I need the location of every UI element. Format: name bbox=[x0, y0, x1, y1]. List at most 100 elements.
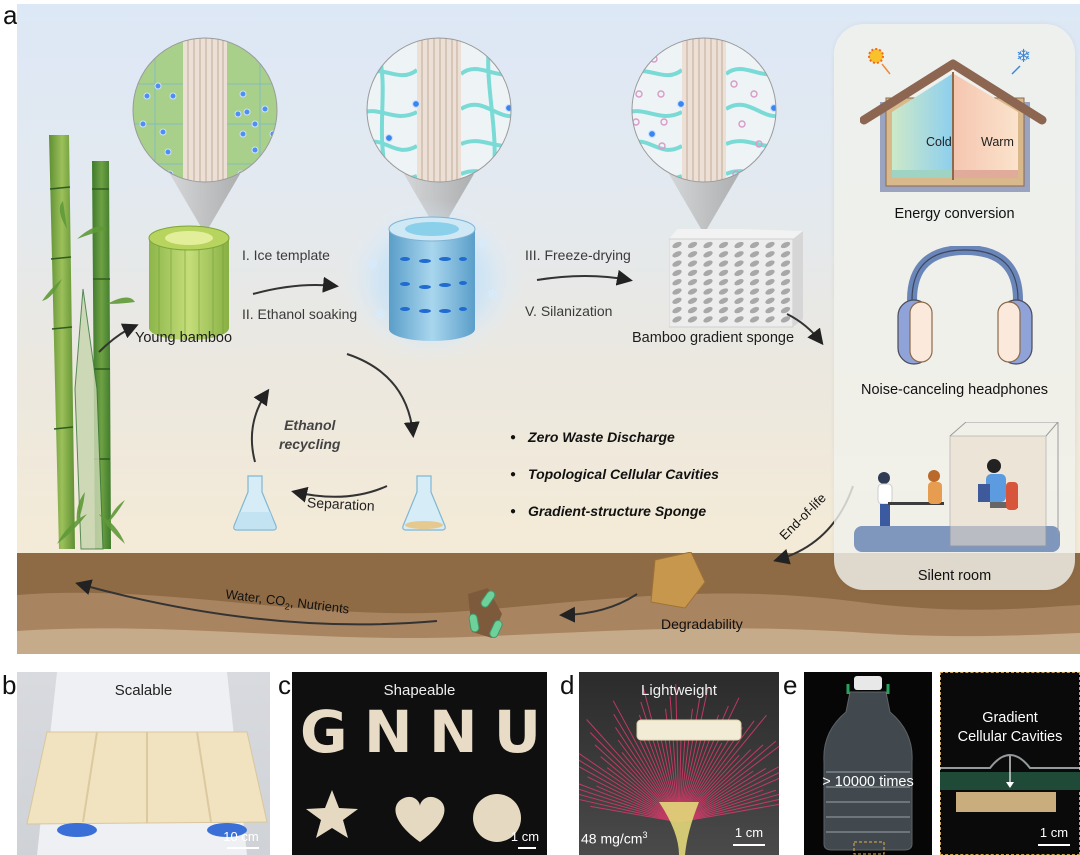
panel-letter-d: d bbox=[560, 670, 575, 700]
arrow-separation bbox=[291, 485, 388, 503]
flower-stamens bbox=[579, 684, 779, 823]
headphones-illustration bbox=[897, 246, 1033, 365]
stamen bbox=[579, 759, 680, 823]
sponge-cell bbox=[703, 241, 713, 249]
panel-e-scale-bar bbox=[1038, 844, 1070, 846]
sponge-cell bbox=[718, 316, 729, 323]
gradient-cavities-label: Gradient Cellular Cavities bbox=[940, 709, 1080, 747]
sponge-cell bbox=[765, 306, 775, 314]
degrading-sponge-with-bacteria bbox=[468, 588, 503, 639]
sponge-cell bbox=[780, 279, 791, 286]
bamboo-stalk-1 bbox=[49, 135, 75, 549]
panel-e-scale-label: 1 cm bbox=[1039, 825, 1069, 840]
sponge-cell bbox=[749, 316, 760, 323]
stamen bbox=[579, 793, 680, 823]
bottle-body bbox=[823, 691, 913, 851]
sponge-cell bbox=[765, 260, 775, 267]
ethanol-recycling-line1: Ethanol bbox=[284, 417, 336, 433]
sponge-cell bbox=[734, 288, 744, 295]
gradient-cavities-line1: Gradient bbox=[982, 710, 1038, 726]
sponge-cell bbox=[734, 316, 744, 323]
stamen bbox=[669, 696, 680, 823]
sponge-cell bbox=[672, 260, 682, 267]
sponge-cell bbox=[765, 269, 775, 277]
stamen bbox=[579, 788, 680, 823]
stamen bbox=[678, 803, 779, 823]
bottle-cap bbox=[854, 676, 882, 690]
sponge-cell bbox=[672, 297, 682, 304]
arrow-to-young-bamboo bbox=[98, 323, 139, 353]
soil-bottom-layer bbox=[17, 628, 1080, 654]
arrow-freeze-drying bbox=[536, 269, 633, 286]
panel-b-title: Scalable bbox=[114, 682, 173, 699]
sponge-cell bbox=[749, 269, 760, 277]
sponge-cell bbox=[672, 306, 682, 314]
stamen bbox=[678, 745, 779, 823]
stamen bbox=[678, 772, 779, 823]
young-bamboo-label: Young bamboo bbox=[135, 330, 233, 346]
sponge-cell bbox=[749, 241, 760, 249]
panel-d-scale-label: 1 cm bbox=[734, 825, 764, 840]
sponge-cell bbox=[780, 297, 791, 304]
magnified-view-sponge bbox=[631, 37, 777, 234]
arrow-ice-template bbox=[252, 276, 339, 295]
person-in-booth bbox=[978, 459, 1018, 510]
bamboo-plant-illustration bbox=[42, 135, 135, 550]
stamen bbox=[579, 766, 680, 823]
waste-sponge bbox=[650, 552, 706, 609]
sponge-cell bbox=[749, 297, 760, 304]
sponge-cell bbox=[765, 297, 775, 304]
flask-clean-ethanol bbox=[233, 475, 277, 531]
house-energy-illustration: ❄ bbox=[860, 46, 1047, 192]
sponge-cell bbox=[749, 251, 760, 258]
stamen bbox=[587, 776, 680, 823]
headphones-label: Noise-canceling headphones bbox=[860, 382, 1049, 398]
stamen bbox=[678, 793, 779, 823]
sponge-cell bbox=[780, 260, 791, 267]
stamen bbox=[678, 789, 777, 823]
panel-e-closeup-photo: Gradient Cellular Cavities 1 cm bbox=[940, 672, 1080, 855]
sponge-highlight-box bbox=[853, 841, 885, 855]
panel-d-scale-bar bbox=[733, 844, 765, 846]
stamen bbox=[675, 684, 680, 823]
applications-panel: ❄ Cold Warm Energy conversion Noise-canc… bbox=[834, 24, 1075, 590]
panel-b-scale-label: 10 cm bbox=[223, 829, 259, 844]
stamen bbox=[579, 752, 680, 823]
sponge-cell bbox=[734, 297, 744, 304]
snowflake-icons: ❄❄❄❄ bbox=[367, 236, 499, 322]
step-ice-template: I. Ice template bbox=[242, 247, 330, 263]
sponge-cell bbox=[780, 241, 791, 249]
sponge-cell bbox=[703, 251, 713, 258]
stamen bbox=[642, 688, 680, 823]
sponge-cell bbox=[734, 241, 744, 249]
sponge-cell bbox=[703, 306, 713, 314]
stamen bbox=[678, 777, 779, 823]
sponge-cell bbox=[718, 306, 729, 314]
compressed-sponge bbox=[956, 792, 1056, 812]
sponge-cell bbox=[672, 241, 682, 249]
people-meeting bbox=[877, 470, 944, 526]
sponge-cell bbox=[780, 288, 791, 295]
magnified-view-ice-template bbox=[366, 37, 512, 234]
compression-cycles-label: > 10000 times bbox=[822, 774, 914, 790]
sponge-cell bbox=[687, 269, 698, 277]
panel-letter-a: a bbox=[3, 0, 18, 30]
scalable-sheet-photo bbox=[26, 672, 268, 855]
sponge-cell bbox=[687, 306, 698, 314]
flower-with-sponge-photo bbox=[579, 684, 779, 855]
sponge-cell bbox=[749, 288, 760, 295]
sponge-cell bbox=[687, 297, 698, 304]
sponge-cell bbox=[687, 288, 698, 295]
svg-text:❄: ❄ bbox=[375, 306, 387, 322]
silent-room-illustration bbox=[854, 422, 1060, 552]
star-shape bbox=[306, 790, 358, 838]
panel-letter-e: e bbox=[783, 670, 798, 700]
step-silanization: V. Silanization bbox=[525, 303, 613, 319]
panel-c-title: Shapeable bbox=[383, 682, 456, 699]
stamen bbox=[596, 785, 680, 823]
panel-a-schematic: ❄❄❄❄ bbox=[17, 4, 1080, 654]
sponge-cell bbox=[734, 260, 744, 267]
feature-bullet-2: Topological Cellular Cavities bbox=[510, 466, 719, 482]
sponge-cell bbox=[687, 279, 698, 286]
arrow-degradability bbox=[559, 593, 638, 623]
